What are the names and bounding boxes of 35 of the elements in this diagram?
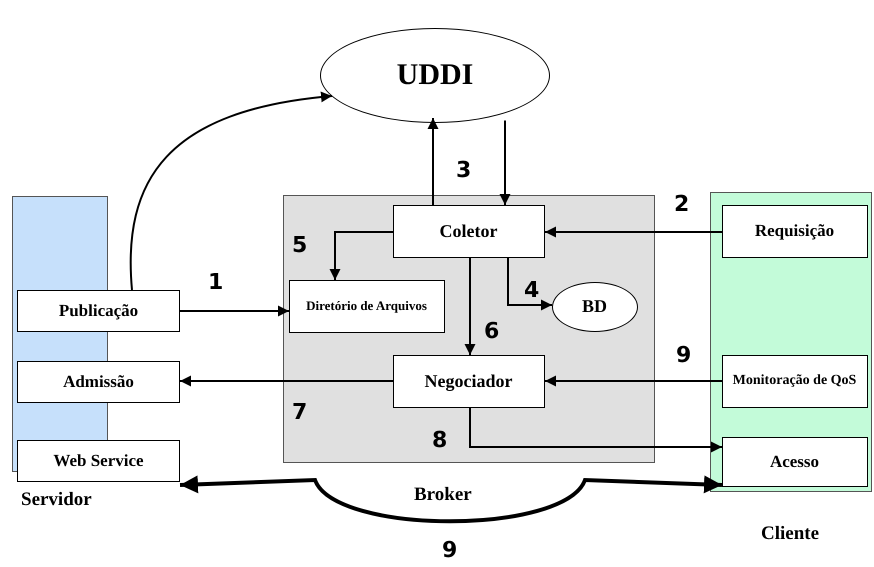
arrow: [180, 376, 393, 386]
node-label: Coletor: [438, 220, 498, 242]
node-label: BD: [580, 296, 608, 317]
process-box: [17, 440, 180, 482]
node-label: Requisição: [754, 221, 836, 241]
process-box: [288, 280, 444, 332]
node-label: Monitoração de QoS: [732, 372, 858, 390]
arrow: [180, 306, 289, 316]
arrow: [545, 376, 722, 386]
arrow: [180, 475, 722, 524]
process-box: [17, 361, 180, 403]
node-label: Web Service: [52, 451, 145, 471]
arrow: [500, 120, 510, 205]
node-label: Acesso: [768, 452, 820, 472]
arrow: [507, 258, 552, 310]
process-box: [17, 290, 180, 332]
arrow: [330, 231, 393, 280]
panel-title: Servidor: [21, 489, 92, 511]
arrow: [428, 118, 438, 205]
node-label: UDDI: [396, 58, 474, 93]
node-label: Diretório de Arquivos: [305, 298, 428, 314]
node-label: Publicação: [58, 301, 140, 321]
arrow: [545, 226, 722, 238]
process-box: [722, 204, 868, 258]
process-box: [392, 354, 544, 408]
process-box: [392, 204, 544, 258]
node-label: Admissão: [62, 372, 135, 392]
panel-title: Broker: [414, 484, 472, 506]
arrow: [130, 92, 332, 290]
panel-title: Cliente: [761, 523, 820, 545]
arrow: [469, 408, 722, 452]
process-box: [722, 354, 868, 408]
process-box: [722, 436, 868, 486]
arrow: [464, 258, 476, 355]
node-label: Negociador: [424, 370, 514, 392]
